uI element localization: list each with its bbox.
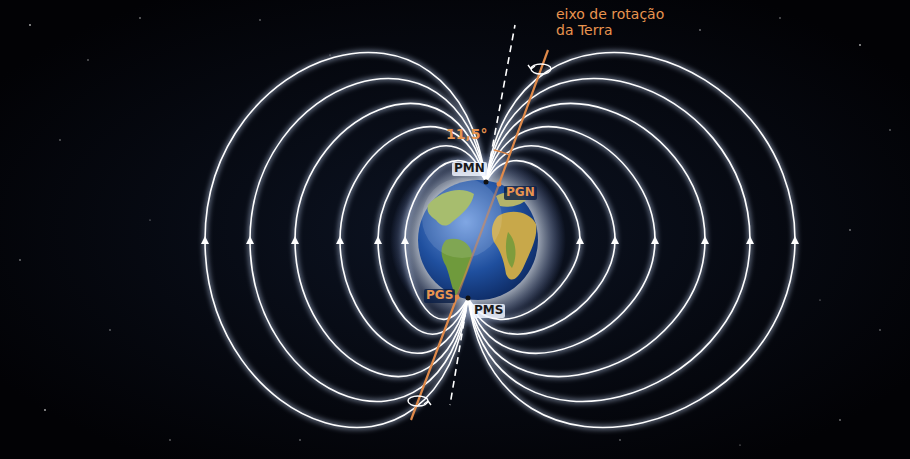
angle-arc — [494, 150, 510, 155]
rotation-axis — [411, 50, 548, 420]
pole-dots — [455, 180, 502, 301]
magnetic-axis — [450, 25, 515, 405]
earth-globe — [418, 178, 538, 300]
stars — [19, 17, 891, 445]
angle-label: 11,5° — [446, 126, 488, 142]
rotation-symbols — [408, 64, 551, 406]
axis-label: eixo de rotação da Terra — [556, 6, 674, 38]
pole-label: PGN — [504, 186, 537, 200]
earth-glow — [390, 152, 566, 328]
pole-label: PMS — [472, 304, 505, 318]
pole-label: PGS — [424, 289, 455, 303]
pole-label: PMN — [452, 162, 487, 176]
